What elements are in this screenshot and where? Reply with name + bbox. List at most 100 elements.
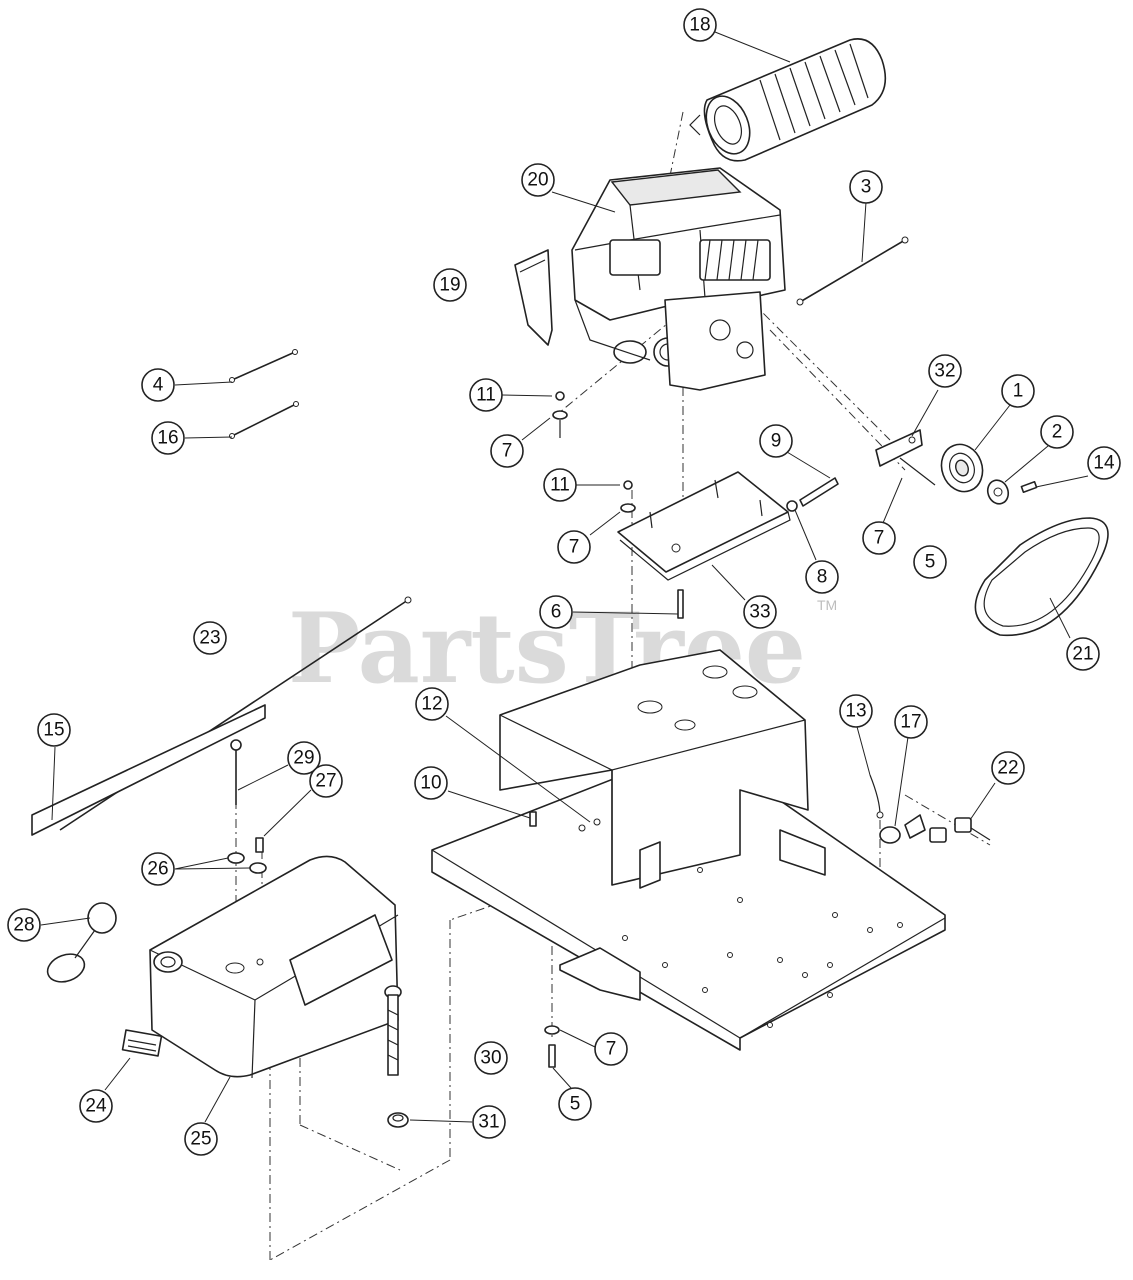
callout-27: 27 <box>309 764 343 798</box>
fuel-label <box>121 1029 163 1057</box>
svg-text:1: 1 <box>1013 381 1024 402</box>
callout-7-lower: 7 <box>594 1032 628 1066</box>
svg-text:23: 23 <box>199 628 220 649</box>
svg-text:12: 12 <box>421 694 442 715</box>
svg-text:21: 21 <box>1072 644 1093 665</box>
callout-6: 6 <box>539 595 573 629</box>
callout-23: 23 <box>193 621 227 655</box>
svg-text:14: 14 <box>1093 453 1115 474</box>
svg-text:6: 6 <box>551 602 562 623</box>
callout-24: 24 <box>79 1089 113 1123</box>
svg-text:5: 5 <box>570 1094 581 1115</box>
connector-22 <box>929 817 991 843</box>
svg-text:8: 8 <box>817 567 828 588</box>
svg-text:11: 11 <box>550 475 570 496</box>
fuel-tank <box>149 855 399 1079</box>
bolt-10 <box>529 811 537 827</box>
svg-text:7: 7 <box>502 441 513 462</box>
callout-3: 3 <box>849 170 883 204</box>
callout-21: 21 <box>1066 637 1100 671</box>
callout-29: 29 <box>287 741 321 775</box>
callout-31: 31 <box>472 1105 506 1139</box>
pulley-hub <box>986 479 1010 505</box>
adjuster-bolt <box>786 477 839 512</box>
callout-25: 25 <box>184 1122 218 1156</box>
callout-14: 14 <box>1087 446 1121 480</box>
svg-text:27: 27 <box>315 771 336 792</box>
svg-text:25: 25 <box>190 1129 211 1150</box>
callout-16: 16 <box>151 421 185 455</box>
callout-9: 9 <box>759 424 793 458</box>
tank-strap-bolt <box>384 985 402 1076</box>
rod-4 <box>229 349 298 383</box>
throttle-rod <box>796 236 909 306</box>
callout-labels: 18 20 3 19 4 16 11 7 32 1 2 14 9 11 7 7 … <box>7 8 1121 1156</box>
svg-text:32: 32 <box>934 361 955 382</box>
callout-13: 13 <box>839 694 873 728</box>
fuel-line-29 <box>230 739 242 805</box>
bolt-6 <box>677 589 684 619</box>
callout-17: 17 <box>894 705 928 739</box>
callout-19: 19 <box>433 268 467 302</box>
drive-belt <box>974 517 1109 637</box>
callout-8: 8 <box>805 560 839 594</box>
rod-16 <box>229 401 299 439</box>
callout-22: 22 <box>991 751 1025 785</box>
nut-washer-plate <box>620 480 636 513</box>
callout-7-upper: 7 <box>490 434 524 468</box>
svg-text:11: 11 <box>476 385 496 406</box>
grommets-26 <box>227 852 267 874</box>
callout-7-bracket: 7 <box>862 521 896 555</box>
svg-text:7: 7 <box>569 537 580 558</box>
svg-text:20: 20 <box>527 170 548 191</box>
svg-text:7: 7 <box>874 528 885 549</box>
callout-5-lower: 5 <box>558 1087 592 1121</box>
svg-text:33: 33 <box>749 602 770 623</box>
callout-20: 20 <box>521 163 555 197</box>
svg-text:13: 13 <box>845 701 866 722</box>
nut-washer-upper <box>552 391 568 438</box>
svg-text:16: 16 <box>157 428 178 449</box>
svg-text:26: 26 <box>147 859 168 880</box>
leader-lines <box>40 31 1089 1123</box>
fitting-27 <box>255 837 264 853</box>
spring-clip <box>869 774 884 819</box>
callout-18: 18 <box>683 8 717 42</box>
bolt-5-lower <box>544 1025 560 1068</box>
callout-28: 28 <box>7 908 41 942</box>
engine-pulley <box>940 443 984 493</box>
svg-text:2: 2 <box>1052 422 1063 443</box>
svg-text:17: 17 <box>900 712 921 733</box>
decal-15 <box>31 704 266 836</box>
callout-32: 32 <box>928 354 962 388</box>
callout-4: 4 <box>141 368 175 402</box>
pulley-bracket <box>875 429 936 486</box>
callout-26: 26 <box>141 852 175 886</box>
svg-text:3: 3 <box>861 177 872 198</box>
switch-17 <box>879 814 926 844</box>
callout-11-plate: 11 <box>543 468 577 502</box>
svg-text:19: 19 <box>439 275 460 296</box>
callout-30: 30 <box>474 1041 508 1075</box>
svg-text:15: 15 <box>43 720 64 741</box>
svg-text:9: 9 <box>771 431 782 452</box>
callout-5-upper: 5 <box>913 545 947 579</box>
upper-housing <box>499 649 826 889</box>
callout-1: 1 <box>1001 374 1035 408</box>
pulley-key <box>1020 480 1038 494</box>
svg-text:10: 10 <box>420 773 441 794</box>
callout-11-upper: 11 <box>469 378 503 412</box>
air-cleaner <box>689 38 887 162</box>
callout-12: 12 <box>415 687 449 721</box>
svg-text:22: 22 <box>997 758 1018 779</box>
mounting-plate <box>617 471 791 581</box>
engine-shroud <box>514 249 553 346</box>
callout-15: 15 <box>37 713 71 747</box>
callout-10: 10 <box>414 766 448 800</box>
callout-7-plate: 7 <box>557 530 591 564</box>
svg-text:24: 24 <box>85 1096 107 1117</box>
callout-33: 33 <box>743 595 777 629</box>
svg-text:28: 28 <box>13 915 34 936</box>
svg-text:4: 4 <box>153 375 164 396</box>
